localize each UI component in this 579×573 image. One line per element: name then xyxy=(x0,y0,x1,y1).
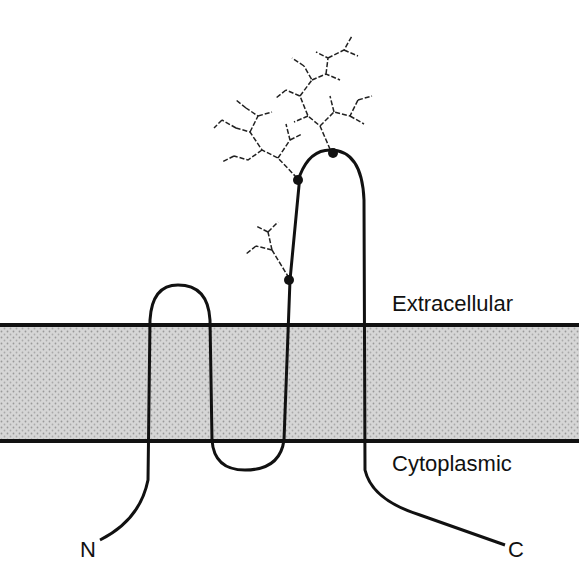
glycan-trees xyxy=(214,36,372,278)
region-label: Cytoplasmic xyxy=(392,452,512,476)
polypeptide-chain xyxy=(100,150,505,545)
region-label: Extracellular xyxy=(392,292,513,316)
membrane-inner-edge xyxy=(0,439,579,443)
glycosylation-site xyxy=(328,148,338,158)
lipid-bilayer xyxy=(0,325,579,441)
glycosylation-site xyxy=(284,275,294,285)
glycosylation-site xyxy=(293,175,303,185)
terminus-label: N xyxy=(80,538,96,562)
terminus-label: C xyxy=(508,538,524,562)
